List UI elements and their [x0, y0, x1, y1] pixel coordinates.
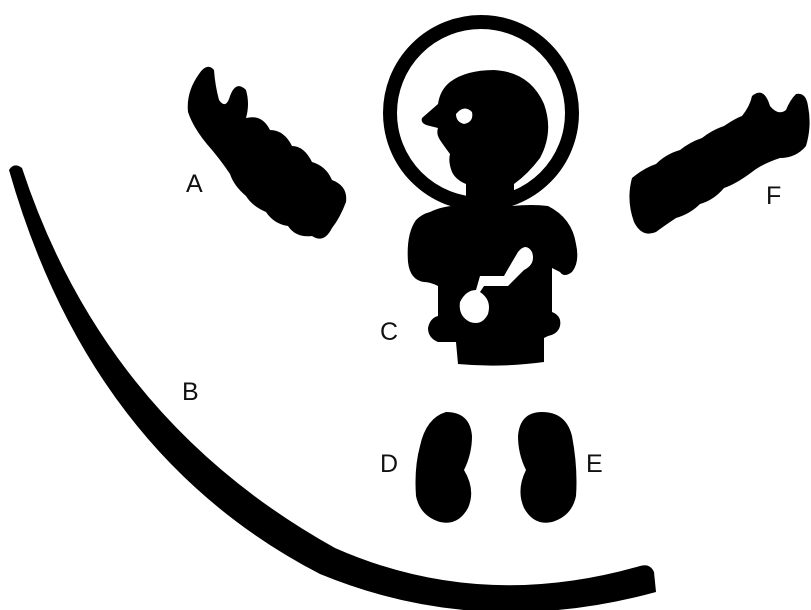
label-b: B: [182, 378, 199, 406]
label-e: E: [586, 450, 603, 478]
label-f: F: [766, 182, 781, 210]
piece-d-foot-left: [416, 412, 473, 523]
label-d: D: [380, 450, 398, 478]
piece-c-figure: [390, 22, 577, 366]
piece-a-arm-left: [188, 67, 346, 239]
piece-f-arm-right: [629, 93, 809, 234]
label-c: C: [380, 318, 398, 346]
label-a: A: [186, 170, 203, 198]
piece-e-foot-right: [518, 412, 577, 523]
